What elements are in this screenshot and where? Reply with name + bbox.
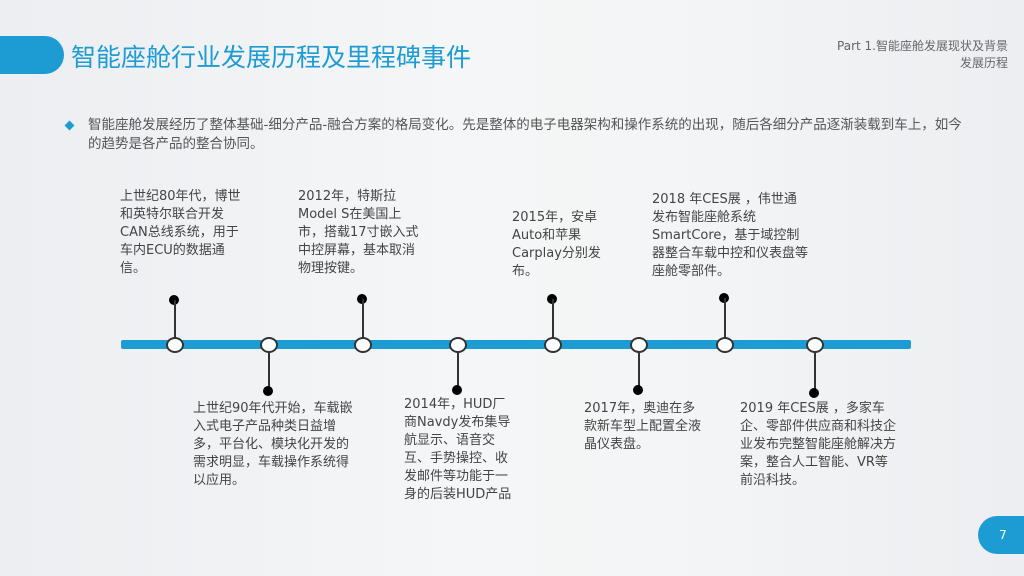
timeline-marker-dot	[452, 385, 462, 395]
timeline-connector	[268, 350, 270, 388]
page-title: 智能座舱行业发展历程及里程碑事件	[71, 43, 472, 72]
timeline-connector	[362, 299, 364, 339]
timeline-connector	[638, 350, 640, 388]
timeline-node	[544, 337, 562, 353]
section-label-part: Part 1.智能座舱发展现状及背景	[837, 39, 1008, 53]
timeline-connector	[552, 299, 554, 339]
timeline-connector	[724, 298, 726, 338]
timeline-event-2015: 2015年，安卓Auto和苹果Carplay分别发布。	[512, 210, 601, 279]
timeline-connector	[457, 350, 459, 388]
timeline-connector	[174, 300, 176, 340]
timeline-node	[806, 337, 824, 353]
timeline-event-2014: 2014年，HUD厂商Navdy发布集导航显示、语音交互、手势操控、收发邮件等功…	[404, 397, 512, 502]
timeline-marker-dot	[633, 385, 643, 395]
timeline-marker-dot	[263, 386, 273, 396]
diamond-bullet-icon	[64, 120, 75, 131]
timeline-event-1990s: 上世纪90年代开始，车载嵌入式电子产品种类日益增多，平台化、模块化开发的需求明显…	[193, 401, 353, 488]
timeline-event-2017: 2017年，奥迪在多款新车型上配置全液晶仪表盘。	[584, 401, 702, 452]
timeline-node	[260, 337, 278, 353]
timeline-node	[354, 337, 372, 353]
timeline-event-1980s: 上世纪80年代，博世和英特尔联合开发CAN总线系统，用于车内ECU的数据通信。	[120, 189, 241, 276]
timeline-node	[716, 337, 734, 353]
timeline-bar	[121, 340, 911, 349]
section-label: Part 1.智能座舱发展现状及背景 发展历程	[837, 38, 1008, 72]
timeline-event-2018: 2018 年CES展 ，伟世通发布智能座舱系统SmartCore，基于域控制器整…	[652, 192, 809, 279]
timeline-node	[630, 337, 648, 353]
timeline-node	[449, 337, 467, 353]
timeline-node	[166, 337, 184, 353]
timeline-connector	[814, 350, 816, 390]
title-accent-tab	[0, 36, 64, 74]
page-number-badge: 7	[978, 516, 1024, 554]
intro-paragraph: 智能座舱发展经历了整体基础-细分产品-融合方案的格局变化。先是整体的电子电器架构…	[88, 117, 962, 152]
timeline-marker-dot	[809, 388, 819, 398]
section-label-sub: 发展历程	[959, 56, 1008, 70]
timeline-event-2019: 2019 年CES展 ，多家车企、零部件供应商和科技企业发布完整智能座舱解决方案…	[740, 401, 897, 488]
timeline-event-2012: 2012年，特斯拉Model S在美国上市，搭载17寸嵌入式中控屏幕，基本取消物…	[298, 189, 419, 276]
